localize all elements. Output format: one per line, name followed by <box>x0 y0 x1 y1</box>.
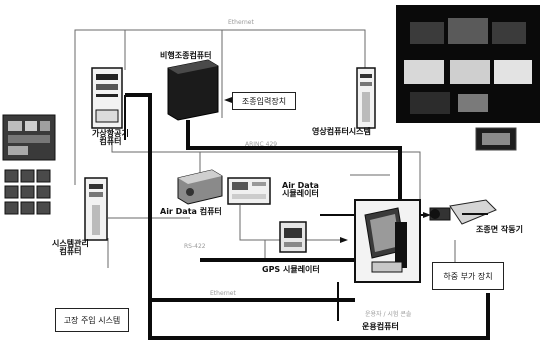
load-device-box: 하중 부가 장치 <box>432 262 504 290</box>
visual-display-system <box>396 5 540 123</box>
visual-screen-4 <box>404 60 444 84</box>
system-mgmt-console <box>3 115 55 214</box>
operator-station-label: 운용컴퓨터 <box>362 323 399 331</box>
system-mgmt-label: 시스템관리 컴퓨터 <box>52 240 89 256</box>
air-data-computer-device <box>178 170 222 204</box>
operator-caption: 운용자 / 시험 콘솔 <box>365 312 411 318</box>
flight-control-computer <box>168 60 218 120</box>
visual-monitor-small-screen <box>482 133 510 145</box>
arrow-to-control-input <box>224 97 232 103</box>
arrow-to-operator <box>340 237 348 243</box>
visual-screen-3 <box>492 22 526 44</box>
gps-simulator-label: GPS 시뮬레이터 <box>262 266 320 274</box>
virtual-aircraft-tower <box>92 68 122 128</box>
control-computer-label: 비행조종컴퓨터 <box>160 52 212 60</box>
visual-screen-5 <box>450 60 490 84</box>
gps-simulator-device <box>280 222 306 252</box>
visual-computer-label: 영상컴퓨터시스템 <box>312 128 371 136</box>
air-data-simulator-label: Air Data 시뮬레이터 <box>282 182 319 198</box>
mid-bus-label: ARINC 429 <box>245 142 277 148</box>
visual-screen-6 <box>494 60 532 84</box>
actuator-device <box>430 200 496 224</box>
virtual-computer-label: 가상항공기 컴퓨터 <box>92 130 129 146</box>
top-bus-label: Ethernet <box>228 20 254 26</box>
fault-injection-box: 고장 주입 시스템 <box>55 308 129 332</box>
actuator-label: 조종면 작동기 <box>476 226 523 234</box>
lower-bus-label: RS-422 <box>184 244 206 250</box>
system-mgmt-tower <box>85 178 107 240</box>
air-data-computer-label: Air Data 컴퓨터 <box>160 208 222 216</box>
visual-screen-1 <box>410 22 444 44</box>
visual-screen-2 <box>448 18 488 44</box>
visual-computer-tower <box>357 68 375 128</box>
control-input-box: 조종입력장치 <box>232 92 296 110</box>
operator-station <box>355 200 420 282</box>
air-data-simulator-device <box>228 178 270 204</box>
visual-screen-7 <box>410 92 450 114</box>
visual-screen-8 <box>458 94 488 112</box>
mgmt-key-grid <box>5 170 50 214</box>
bottom-bus-label: Ethernet <box>210 291 236 297</box>
